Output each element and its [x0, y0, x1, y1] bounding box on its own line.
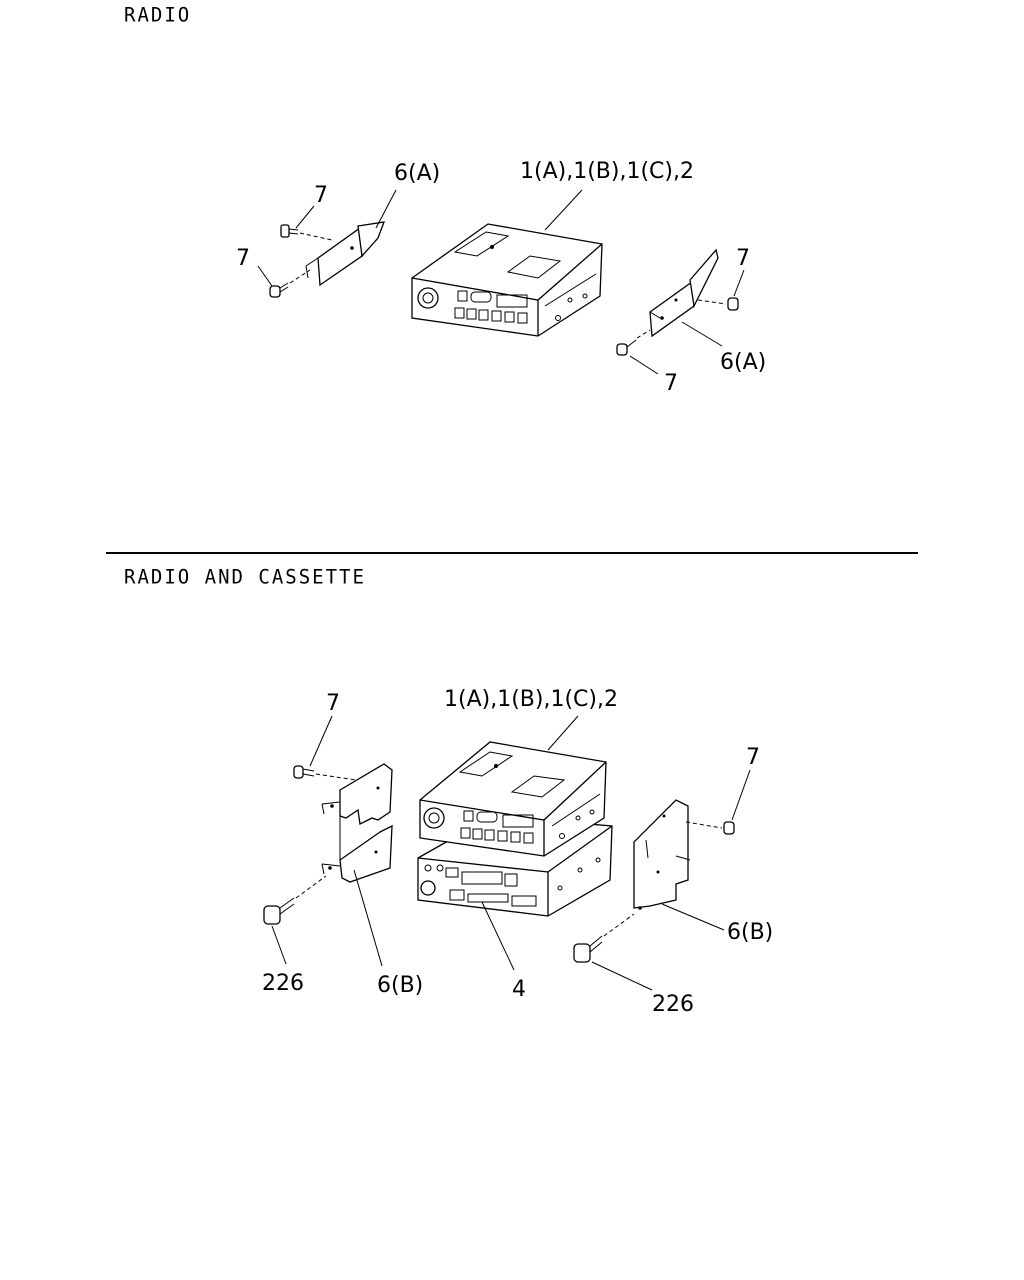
callout-screw-left-bottom: 7 [236, 246, 250, 271]
section-divider [106, 552, 918, 554]
bracket-left-6a [305, 221, 385, 287]
bolt-left-226 [263, 875, 327, 925]
callout-cassette-unit: 4 [512, 977, 526, 1002]
callout-screw-left-top: 7 [314, 183, 328, 208]
callout-screw-left: 7 [326, 691, 340, 716]
screw-right-7 [685, 821, 735, 835]
radio-unit-upper [419, 741, 607, 857]
callout-bolt-left: 226 [262, 971, 304, 996]
callout-screw-right-top: 7 [736, 246, 750, 271]
screw-right-bottom [616, 329, 651, 356]
screw-left-top [280, 224, 333, 241]
callout-bracket-left: 6(A) [394, 161, 440, 186]
bolt-right-226 [573, 913, 635, 963]
radio-and-cassette-assembly: 1(A),1(B),1(C),2 7 7 6(B) 226 6(B) 4 226 [262, 687, 773, 1017]
callout-bracket-right-6b: 6(B) [727, 920, 773, 945]
callout-screw-right: 7 [746, 745, 760, 770]
screw-right-top [697, 297, 739, 311]
callout-radio-unit: 1(A),1(B),1(C),2 [520, 159, 694, 184]
radio-unit [411, 223, 603, 337]
bracket-right-6a [649, 248, 719, 338]
callout-bolt-right: 226 [652, 992, 694, 1017]
section-title-radio-and-cassette: RADIO AND CASSETTE [124, 565, 366, 589]
callout-screw-right-bottom: 7 [664, 371, 678, 396]
callout-radio-unit-2: 1(A),1(B),1(C),2 [444, 687, 618, 712]
screw-left-7 [293, 765, 357, 781]
callout-bracket-left-6b: 6(B) [377, 973, 423, 998]
screw-left-bottom [269, 269, 311, 298]
bracket-right-6b [633, 799, 691, 910]
section-title-radio: RADIO [124, 3, 192, 27]
callout-bracket-right: 6(A) [720, 350, 766, 375]
radio-assembly: 1(A),1(B),1(C),2 6(A) 7 7 7 6(A) 7 [236, 159, 766, 396]
bracket-left-6b [321, 763, 393, 883]
